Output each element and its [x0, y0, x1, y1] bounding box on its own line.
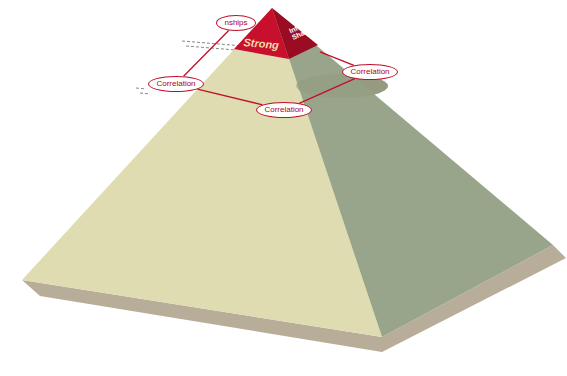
- pyramid-right-face: [272, 8, 553, 337]
- connector-line: [299, 79, 355, 104]
- dashed-guide: [140, 93, 150, 94]
- ellipse-label: Correlation: [350, 68, 389, 76]
- ellipse-node: Correlation: [342, 64, 398, 80]
- connector-line: [320, 52, 354, 66]
- ellipse-node: nships: [216, 15, 256, 31]
- ellipse-label: Correlation: [264, 106, 303, 114]
- connector-line: [197, 89, 262, 105]
- ellipse-label: Correlation: [156, 80, 195, 88]
- ellipse-node: Correlation: [148, 76, 204, 92]
- dashed-guide: [136, 88, 146, 89]
- dashed-guide: [182, 41, 244, 46]
- connector-line: [184, 30, 229, 76]
- pyramid-cap: StrongInfo Sharing: [232, 6, 320, 62]
- ellipse-label: nships: [224, 19, 247, 27]
- cap-face: [272, 8, 318, 59]
- ellipse-node: Correlation: [256, 102, 312, 118]
